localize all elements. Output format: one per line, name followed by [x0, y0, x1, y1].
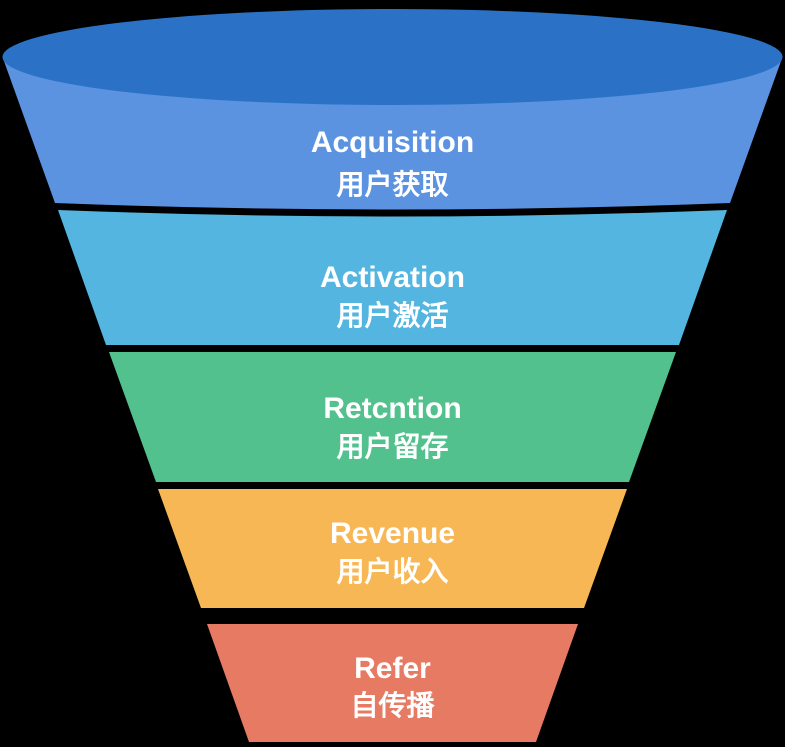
stage-label-retention-en: Retcntion: [323, 392, 461, 425]
stage-label-activation-zh: 用户激活: [336, 299, 448, 331]
funnel-top-ellipse: [2, 9, 783, 105]
funnel-stage-revenue: [158, 489, 627, 608]
stage-label-activation-en: Activation: [320, 261, 465, 294]
stage-label-refer-zh: 自传播: [350, 690, 435, 721]
funnel-stage-activation: [58, 210, 727, 345]
funnel-stage-refer: [207, 624, 578, 742]
funnel-stage-retention: [109, 352, 676, 482]
stage-label-acquisition-en: Acquisition: [311, 126, 474, 159]
stage-label-refer-en: Refer: [354, 652, 431, 685]
stage-label-revenue-zh: 用户收入: [336, 555, 448, 587]
stage-label-revenue-en: Revenue: [330, 517, 455, 550]
stage-label-retention-zh: 用户留存: [336, 430, 448, 462]
stage-label-acquisition-zh: 用户获取: [336, 168, 448, 200]
